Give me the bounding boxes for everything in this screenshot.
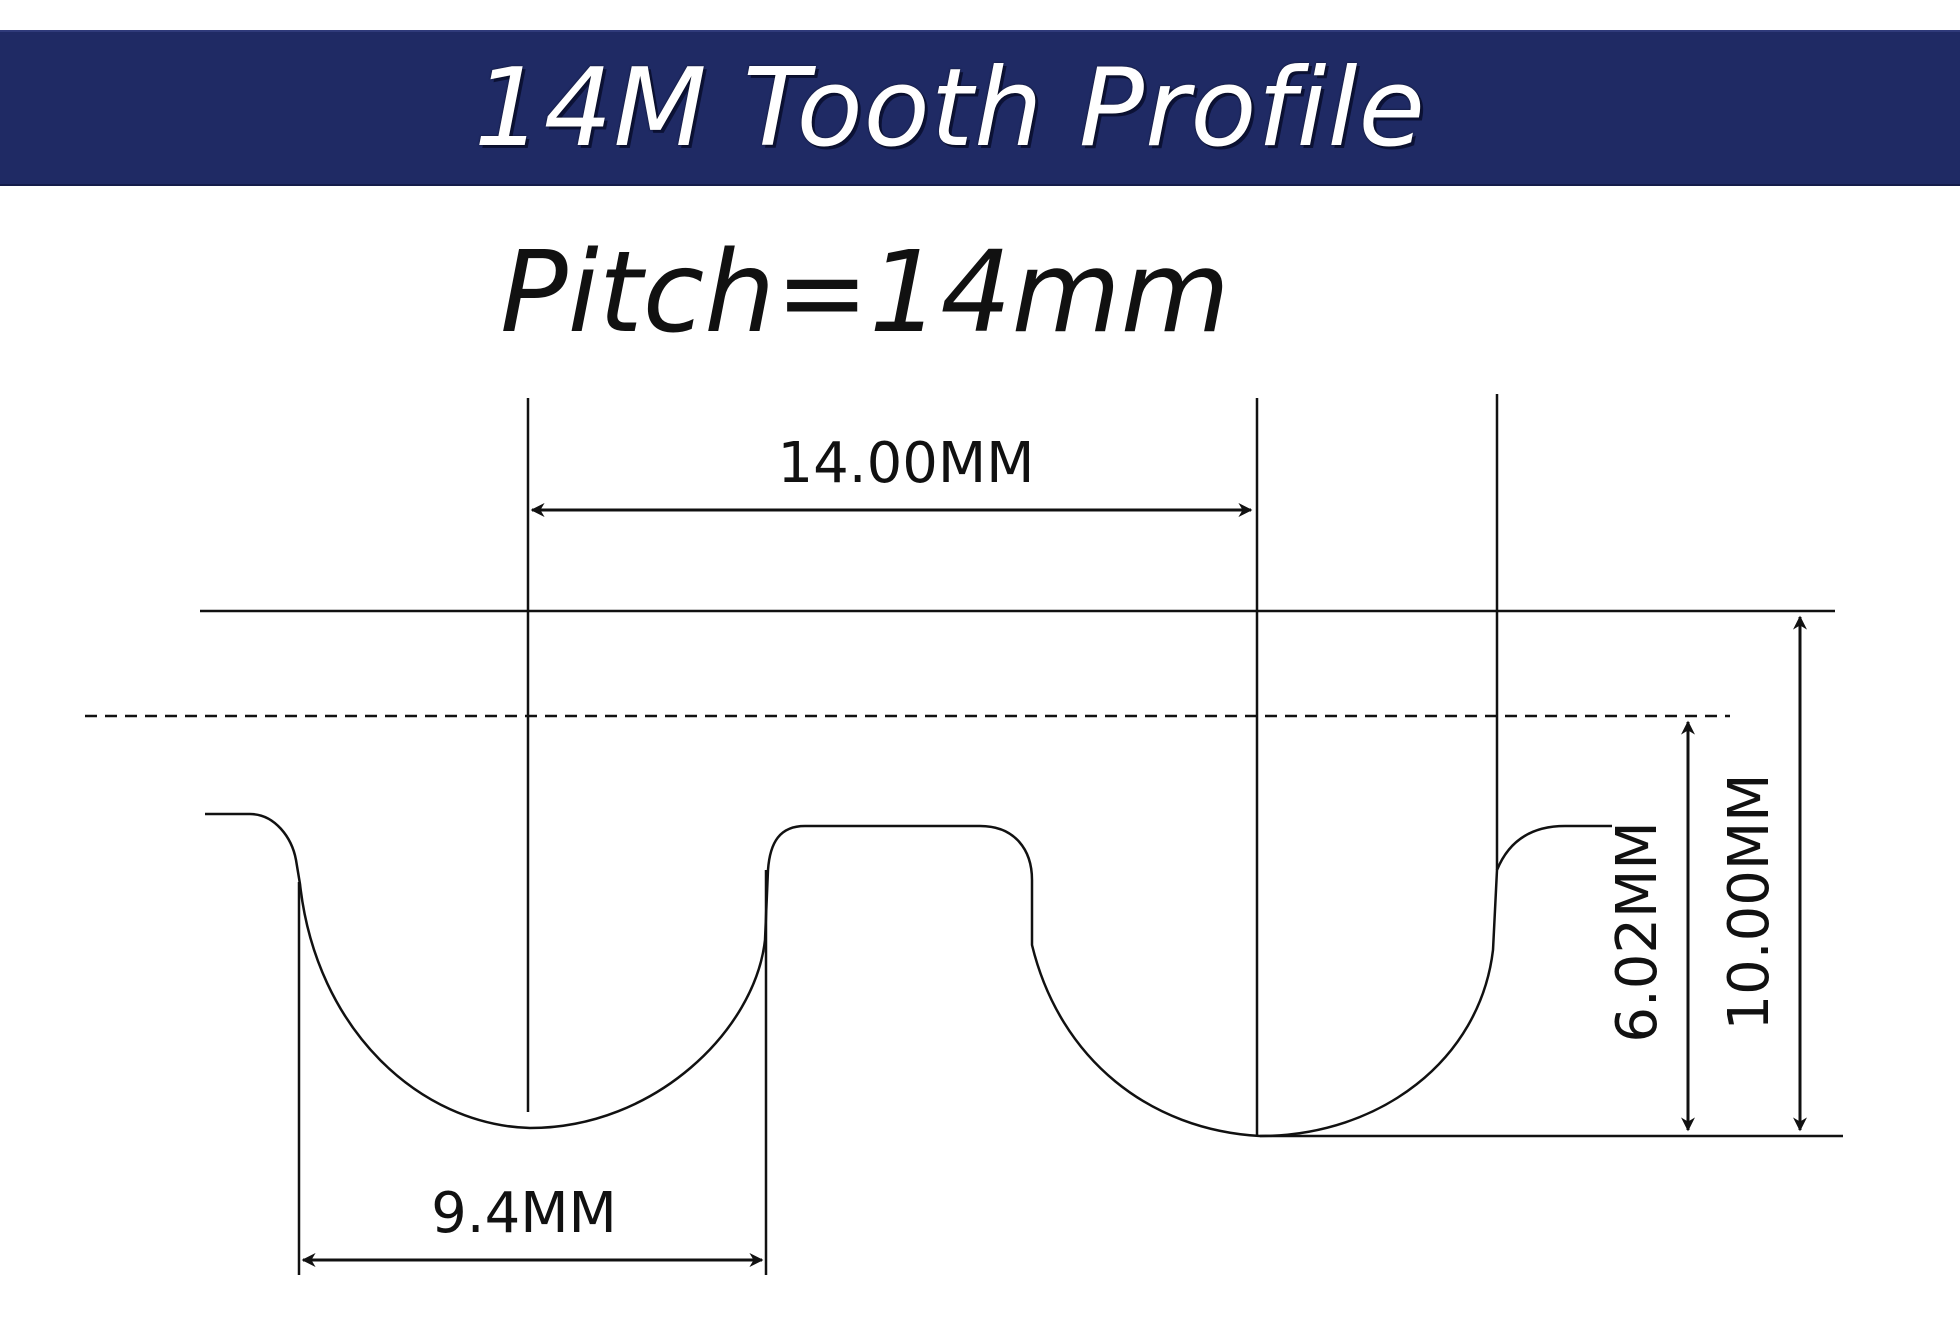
tooth-profile-curve bbox=[205, 812, 1612, 1138]
title-banner: 14M Tooth Profile bbox=[0, 30, 1960, 186]
banner-title: 14M Tooth Profile bbox=[474, 45, 1426, 171]
belt-height-dimension-label: 10.00MM bbox=[1717, 774, 1782, 1031]
pitch-dimension-label: 14.00MM bbox=[778, 431, 1035, 496]
pitch-heading: Pitch=14mm bbox=[500, 228, 1230, 358]
tooth-width-dimension-label: 9.4MM bbox=[431, 1181, 617, 1246]
tooth-height-dimension-label: 6.02MM bbox=[1605, 821, 1670, 1042]
